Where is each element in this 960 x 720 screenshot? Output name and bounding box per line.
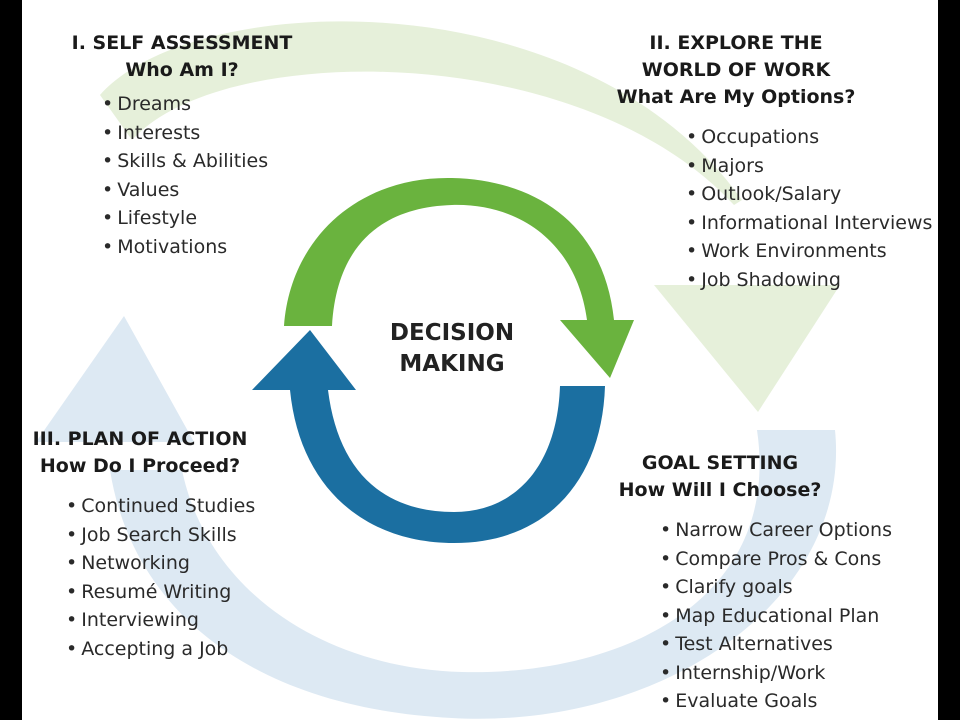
list-item: Interests <box>102 119 298 148</box>
outer-blue-arrow-head <box>36 316 194 442</box>
goal-setting-section: GOAL SETTING How Will I Choose? Narrow C… <box>602 450 892 716</box>
list-item: Lifestyle <box>102 204 298 233</box>
list-item: Map Educational Plan <box>660 602 892 631</box>
list-item: Interviewing <box>66 606 258 635</box>
list-item: Occupations <box>686 123 932 152</box>
goal-setting-title: GOAL SETTING <box>641 452 799 474</box>
list-item: Compare Pros & Cons <box>660 545 892 574</box>
list-item: Majors <box>686 152 932 181</box>
decision-making-label: DECISION MAKING <box>352 318 552 380</box>
explore-title-line-1: II. EXPLORE THE <box>649 32 823 54</box>
plan-section: III. PLAN OF ACTION How Do I Proceed? Co… <box>22 426 258 663</box>
list-item: Informational Interviews <box>686 209 932 238</box>
list-item: Test Alternatives <box>660 630 892 659</box>
list-item: Job Search Skills <box>66 521 258 550</box>
explore-title-line-2: WORLD OF WORK <box>641 59 831 81</box>
plan-title: III. PLAN OF ACTION <box>32 428 248 450</box>
plan-question: How Do I Proceed? <box>39 455 241 477</box>
explore-question: What Are My Options? <box>616 86 856 108</box>
list-item: Motivations <box>102 233 298 262</box>
center-line-2: MAKING <box>399 351 505 377</box>
list-item: Evaluate Goals <box>660 687 892 716</box>
goal-setting-question: How Will I Choose? <box>618 479 822 501</box>
list-item: Narrow Career Options <box>660 516 892 545</box>
list-item: Dreams <box>102 90 298 119</box>
goal-setting-list: Narrow Career Options Compare Pros & Con… <box>660 516 892 716</box>
outer-green-arrow-body <box>100 21 742 206</box>
list-item: Accepting a Job <box>66 635 258 664</box>
plan-heading: III. PLAN OF ACTION How Do I Proceed? <box>22 426 258 480</box>
list-item: Job Shadowing <box>686 266 932 295</box>
list-item: Networking <box>66 549 258 578</box>
self-assessment-heading: I. SELF ASSESSMENT Who Am I? <box>66 30 298 84</box>
explore-list: Occupations Majors Outlook/Salary Inform… <box>686 123 932 294</box>
plan-list: Continued Studies Job Search Skills Netw… <box>66 492 258 663</box>
list-item: Outlook/Salary <box>686 180 932 209</box>
explore-heading: II. EXPLORE THE WORLD OF WORK What Are M… <box>602 30 870 111</box>
list-item: Skills & Abilities <box>102 147 298 176</box>
list-item: Clarify goals <box>660 573 892 602</box>
list-item: Resumé Writing <box>66 578 258 607</box>
center-line-1: DECISION <box>389 320 515 346</box>
list-item: Work Environments <box>686 237 932 266</box>
explore-section: II. EXPLORE THE WORLD OF WORK What Are M… <box>602 30 933 294</box>
list-item: Values <box>102 176 298 205</box>
goal-setting-heading: GOAL SETTING How Will I Choose? <box>602 450 838 504</box>
self-assessment-question: Who Am I? <box>125 59 239 81</box>
self-assessment-section: I. SELF ASSESSMENT Who Am I? Dreams Inte… <box>66 30 298 261</box>
self-assessment-list: Dreams Interests Skills & Abilities Valu… <box>102 90 298 261</box>
outer-blue-arrow-body <box>110 430 837 719</box>
self-assessment-title: I. SELF ASSESSMENT <box>71 32 293 54</box>
outer-green-arrow-head <box>654 285 840 412</box>
diagram-canvas: DECISION MAKING I. SELF ASSESSMENT Who A… <box>22 0 938 720</box>
inner-blue-arrow <box>252 330 605 543</box>
list-item: Continued Studies <box>66 492 258 521</box>
cycle-graphic <box>36 21 840 719</box>
inner-green-arrow <box>284 177 634 378</box>
list-item: Internship/Work <box>660 659 892 688</box>
